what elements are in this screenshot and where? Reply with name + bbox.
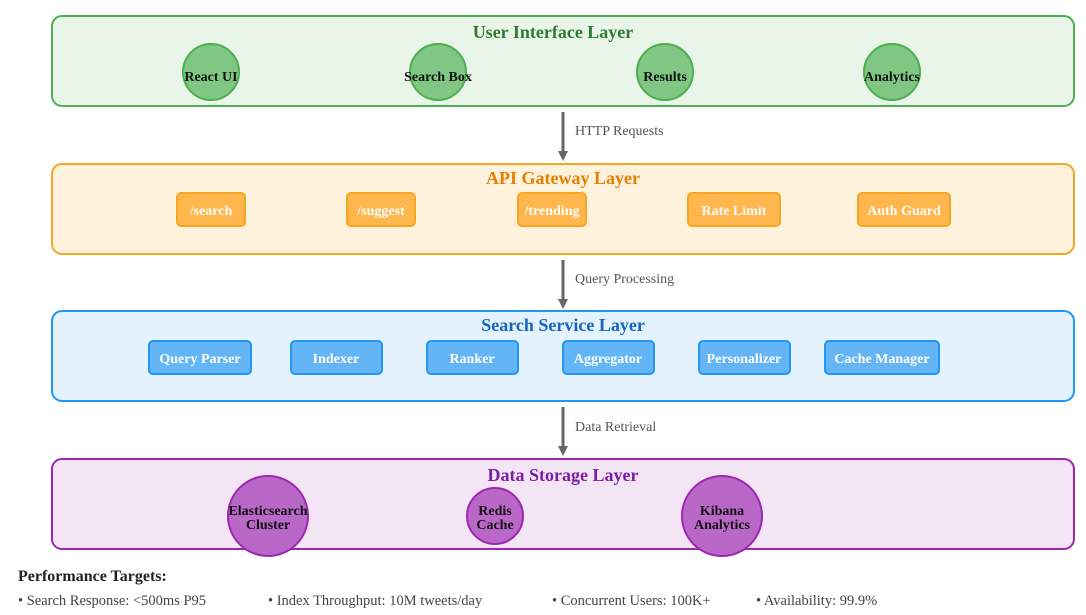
service-node-personalizer: Personalizer	[698, 340, 791, 375]
api-node-label: Auth Guard	[867, 204, 941, 219]
api-node-label: Rate Limit	[702, 204, 767, 219]
connector-label: Data Retrieval	[575, 420, 656, 435]
ui-node-results: Results	[636, 43, 694, 101]
data-node-label: Cluster	[246, 518, 290, 533]
ui-node-search-box: Search Box	[404, 43, 472, 101]
service-node-query-parser: Query Parser	[148, 340, 252, 375]
service-layer: Search Service Layer Query Parser Indexe…	[51, 310, 1075, 402]
service-node-aggregator: Aggregator	[562, 340, 655, 375]
connector-http-requests: HTTP Requests	[558, 112, 664, 161]
ui-node-label: Results	[643, 70, 687, 85]
performance-targets-title: Performance Targets:	[18, 568, 167, 585]
service-layer-title: Search Service Layer	[481, 315, 645, 335]
api-node-search: /search	[176, 192, 246, 227]
data-node-label: Kibana	[700, 504, 744, 519]
ui-node-react: React UI	[182, 43, 240, 101]
performance-item-availability: • Availability: 99.9%	[756, 593, 878, 609]
service-node-ranker: Ranker	[426, 340, 519, 375]
performance-item-concurrent-users: • Concurrent Users: 100K+	[552, 593, 711, 609]
service-node-label: Indexer	[313, 352, 360, 367]
api-node-label: /trending	[524, 204, 580, 219]
api-node-label: /search	[189, 204, 233, 219]
performance-item-index-throughput: • Index Throughput: 10M tweets/day	[268, 593, 483, 609]
performance-item-search-response: • Search Response: <500ms P95	[18, 593, 207, 609]
service-node-cache-manager: Cache Manager	[824, 340, 940, 375]
service-node-label: Cache Manager	[834, 352, 929, 367]
ui-layer: User Interface Layer React UI Search Box…	[51, 15, 1075, 107]
api-node-suggest: /suggest	[346, 192, 416, 227]
data-node-label: Redis	[478, 504, 512, 519]
data-layer: Data Storage Layer Elasticsearch Cluster…	[51, 458, 1075, 557]
api-node-auth-guard: Auth Guard	[857, 192, 951, 227]
ui-layer-title: User Interface Layer	[473, 22, 634, 42]
api-layer: API Gateway Layer /search /suggest /tren…	[51, 163, 1075, 255]
ui-node-label: Search Box	[404, 70, 472, 85]
service-node-label: Ranker	[449, 352, 494, 367]
connector-data-retrieval: Data Retrieval	[558, 407, 656, 456]
service-node-label: Personalizer	[707, 352, 782, 367]
data-node-label: Cache	[476, 518, 513, 533]
service-node-label: Query Parser	[159, 352, 240, 367]
data-layer-title: Data Storage Layer	[488, 465, 639, 485]
service-node-indexer: Indexer	[290, 340, 383, 375]
data-node-label: Analytics	[694, 518, 751, 533]
connector-label: HTTP Requests	[575, 124, 664, 139]
ui-node-analytics: Analytics	[863, 43, 921, 101]
ui-node-label: Analytics	[864, 70, 921, 85]
service-node-label: Aggregator	[574, 352, 642, 367]
api-node-label: /suggest	[356, 204, 405, 219]
api-layer-title: API Gateway Layer	[486, 168, 640, 188]
api-node-trending: /trending	[517, 192, 587, 227]
connector-label: Query Processing	[575, 272, 674, 287]
data-node-kibana: Kibana Analytics	[681, 475, 763, 557]
data-node-redis: Redis Cache	[466, 487, 524, 545]
ui-node-label: React UI	[184, 70, 237, 85]
api-node-rate-limit: Rate Limit	[687, 192, 781, 227]
architecture-diagram: User Interface Layer React UI Search Box…	[51, 15, 1075, 557]
data-node-label: Elasticsearch	[228, 504, 307, 519]
data-node-elasticsearch: Elasticsearch Cluster	[227, 475, 309, 557]
ui-layer-box	[51, 15, 1075, 107]
connector-query-processing: Query Processing	[558, 260, 674, 309]
